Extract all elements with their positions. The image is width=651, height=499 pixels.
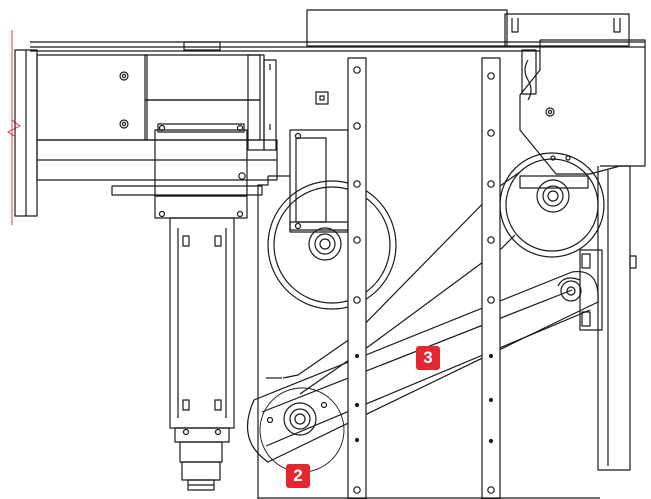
callout-2-badge: 2 bbox=[286, 464, 310, 488]
table-rail bbox=[30, 41, 645, 52]
back-plate bbox=[257, 91, 329, 499]
arm-pulley bbox=[259, 387, 345, 473]
right-casting bbox=[519, 39, 646, 175]
left-fence-block bbox=[14, 49, 277, 217]
vertical-post bbox=[154, 195, 248, 491]
top-housing bbox=[306, 9, 630, 47]
right-frame bbox=[579, 165, 637, 471]
callout-3-badge: 3 bbox=[416, 346, 440, 370]
horizontal-arm bbox=[36, 123, 278, 197]
front-bar-left bbox=[347, 57, 367, 499]
main-pulley bbox=[267, 180, 397, 310]
front-bar-right bbox=[481, 57, 501, 499]
edge-break-mark bbox=[7, 30, 21, 225]
